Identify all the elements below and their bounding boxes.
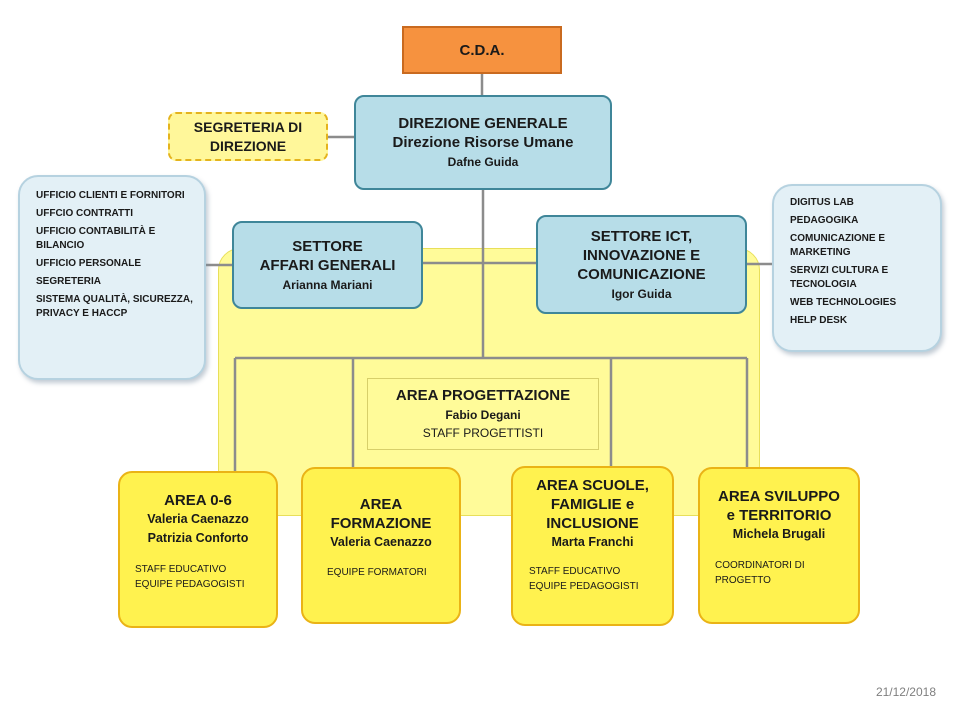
formazione-title1: AREA [359,496,403,513]
progettazione-title: AREA PROGETTAZIONE [395,387,571,404]
area-scuole-box: AREA SCUOLE, FAMIGLIE e INCLUSIONE Marta… [511,466,674,626]
cda-box: C.D.A. [402,26,562,74]
area06-person2: Patrizia Conforto [147,531,249,545]
area06-staff2: EQUIPE PEDAGOGISTI [135,579,245,590]
formazione-person: Valeria Caenazzo [330,535,432,549]
sviluppo-person: Michela Brugali [732,527,826,541]
progettazione-person: Fabio Degani [445,408,521,422]
sviluppo-staff1: COORDINATORI DI [715,560,805,571]
slide-date: 21/12/2018 [875,685,936,699]
scuole-staff1: STAFF EDUCATIVO [529,566,621,577]
scuole-title3: INCLUSIONE [546,515,639,532]
area-sviluppo-box: AREA SVILUPPO e TERRITORIO Michela Bruga… [698,467,860,624]
settore-affari-person: Arianna Mariani [282,277,373,292]
ict-services-list-right: DIGITUS LAB PEDAGOGIKA COMUNICAZIONE E M… [772,184,942,352]
list-item: WEB TECHNOLOGIES [790,297,897,308]
progettazione-staff: STAFF PROGETTISTI [422,426,544,440]
scuole-title1: AREA SCUOLE, [536,477,649,494]
uffici-list-left: UFFICIO CLIENTI E FORNITORI UFFCIO CONTR… [18,175,206,380]
settore-affari-line2: AFFARI GENERALI [259,256,396,274]
settore-ict-box: SETTORE ICT, INNOVAZIONE E COMUNICAZIONE… [536,215,747,314]
segreteria-direzione-box: SEGRETERIA DI DIREZIONE [168,112,328,161]
scuole-title2: FAMIGLIE e [550,496,635,513]
scuole-staff2: EQUIPE PEDAGOGISTI [529,581,639,592]
direzione-person: Dafne Guida [447,155,519,169]
area-0-6-box: AREA 0-6 Valeria Caenazzo Patrizia Confo… [118,471,278,628]
direzione-subtitle: Direzione Risorse Umane [392,134,574,151]
settore-affari-generali-box: SETTORE AFFARI GENERALI Arianna Mariani [232,221,423,309]
settore-ict-person: Igor Guida [611,286,672,301]
list-item: UFFCIO CONTRATTI [36,208,134,219]
formazione-staff: EQUIPE FORMATORI [327,567,427,578]
area06-staff1: STAFF EDUCATIVO [135,564,227,575]
list-item: UFFICIO CLIENTI E FORNITORI [36,190,185,201]
scuole-person: Marta Franchi [551,535,634,549]
segreteria-line2: DIREZIONE [209,137,287,154]
sviluppo-title2: e TERRITORIO [726,507,832,524]
sviluppo-title1: AREA SVILUPPO [718,488,840,505]
list-item: SEGRETERIA [36,276,102,287]
list-item: COMUNICAZIONE E MARKETING [790,233,885,258]
settore-ict-line2: INNOVAZIONE E [582,246,701,264]
cda-label: C.D.A. [459,41,505,59]
area06-title: AREA 0-6 [164,492,232,509]
list-item: UFFICIO PERSONALE [36,258,142,269]
list-item: PEDAGOGIKA [790,215,859,226]
area-progettazione-box: AREA PROGETTAZIONE Fabio Degani STAFF PR… [367,378,599,450]
settore-ict-line3: COMUNICAZIONE [577,265,706,283]
list-item: HELP DESK [790,315,848,326]
list-item: SERVIZI CULTURA E TECNOLOGIA [790,265,889,290]
settore-ict-line1: SETTORE ICT, [590,227,693,245]
direzione-generale-box: DIREZIONE GENERALE Direzione Risorse Uma… [354,95,612,190]
area-formazione-box: AREA FORMAZIONE Valeria Caenazzo EQUIPE … [301,467,461,624]
segreteria-line1: SEGRETERIA DI [193,118,303,135]
settore-affari-line1: SETTORE [292,237,363,255]
list-item: UFFICIO CONTABILITÀ E BILANCIO [36,226,156,251]
sviluppo-staff2: PROGETTO [715,575,771,586]
formazione-title2: FORMAZIONE [330,515,432,532]
area06-person1: Valeria Caenazzo [147,512,249,526]
list-item: SISTEMA QUALITÀ, SICUREZZA, PRIVACY E HA… [36,294,193,319]
direzione-title: DIREZIONE GENERALE [398,115,568,132]
list-item: DIGITUS LAB [790,197,854,208]
